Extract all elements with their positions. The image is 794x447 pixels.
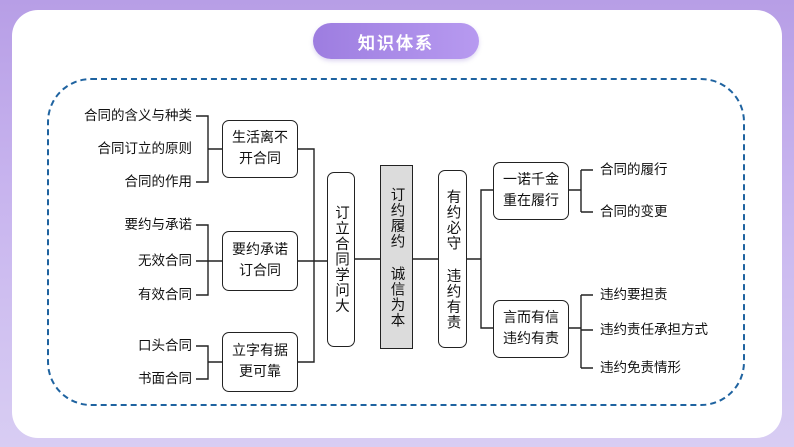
leaf-valid-contract: 有效合同 xyxy=(138,287,192,303)
leaf-breach-responsibility: 违约要担责 xyxy=(600,287,668,303)
bracket-group-2 xyxy=(196,224,222,296)
leaf-contract-modification: 合同的变更 xyxy=(600,204,668,220)
box-keep-promise: 一诺千金重在履行 xyxy=(493,162,569,220)
box-offer-acceptance: 要约承诺订合同 xyxy=(222,231,298,291)
box-breach-liability: 言而有信违约有责 xyxy=(493,300,569,358)
bracket-group-1 xyxy=(196,115,222,183)
leaf-contract-meaning: 合同的含义与种类 xyxy=(84,108,192,124)
leaf-offer-acceptance: 要约与承诺 xyxy=(124,217,193,233)
leaf-exemption-cases: 违约免责情形 xyxy=(600,360,681,376)
leaf-contract-performance: 合同的履行 xyxy=(600,162,668,178)
dashed-frame xyxy=(47,78,745,406)
left-hub-box: 订立合同学问大 xyxy=(327,172,355,347)
bracket-right-group-2 xyxy=(569,294,593,369)
box-written-evidence: 立字有据更可靠 xyxy=(222,332,298,392)
right-hub-box: 有约必守 违约有责 xyxy=(438,170,467,348)
leaf-contract-function: 合同的作用 xyxy=(124,174,193,190)
section-title: 知识体系 xyxy=(313,23,479,59)
leaf-liability-methods: 违约责任承担方式 xyxy=(600,322,708,338)
bracket-group-3 xyxy=(196,345,222,380)
center-theme-box: 订约履约 诚信为本 xyxy=(380,165,413,349)
leaf-oral-contract: 口头合同 xyxy=(138,338,192,354)
box-life-needs-contracts: 生活离不开合同 xyxy=(222,120,298,178)
leaf-invalid-contract: 无效合同 xyxy=(138,253,192,269)
bracket-to-right-groups xyxy=(467,189,493,329)
bracket-right-group-1 xyxy=(569,169,593,213)
leaf-contract-principles: 合同订立的原则 xyxy=(97,141,193,157)
leaf-written-contract: 书面合同 xyxy=(138,371,192,387)
bracket-to-left-hub xyxy=(298,148,327,363)
